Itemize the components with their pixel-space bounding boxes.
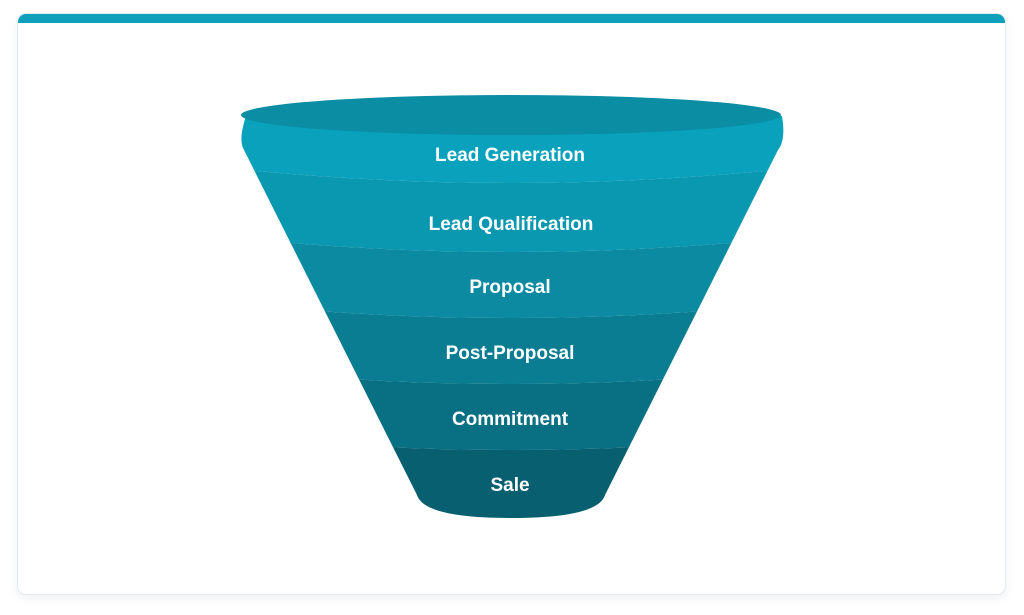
stage-label-proposal: Proposal xyxy=(469,277,550,298)
funnel-band-3 xyxy=(241,234,784,318)
stage-label-lead-generation: Lead Generation xyxy=(435,145,585,166)
stage-label-post-proposal: Post-Proposal xyxy=(446,343,575,364)
stage-label-lead-qualification: Lead Qualification xyxy=(429,214,594,235)
stage-label-sale: Sale xyxy=(490,475,529,496)
funnel-band-4 xyxy=(241,300,784,384)
stage-label-commitment: Commitment xyxy=(452,409,569,430)
funnel-band-2 xyxy=(241,165,784,252)
funnel-rim xyxy=(241,95,781,135)
accent-bar xyxy=(18,14,1005,23)
